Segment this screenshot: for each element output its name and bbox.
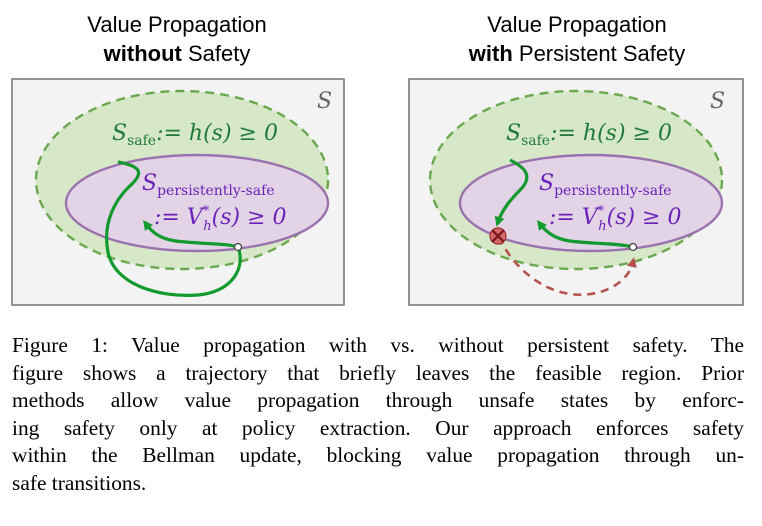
panel-title-bold: without [103, 41, 182, 66]
panel-title-rest: Persistent Safety [512, 41, 686, 66]
safe-set-label: Ssafe:= h(s) ≥ 0 [112, 121, 278, 149]
panel-title-without-safety: Value Propagation without Safety [12, 10, 342, 68]
panel-title-rest: Safety [181, 41, 251, 66]
figure-illustration: S Ssafe:= h(s) ≥ 0 Spersistently-safe :=… [11, 78, 744, 306]
panel-title-line2: with Persistent Safety [412, 39, 742, 68]
value-propagation-arrow [536, 220, 634, 249]
panel-title-line2: without Safety [12, 39, 342, 68]
state-space-label: S [710, 89, 725, 114]
blocked-propagation-path [497, 236, 637, 296]
safe-set-label: Ssafe:= h(s) ≥ 0 [506, 121, 672, 149]
caption-line: ing safety only at policy extraction. Ou… [12, 415, 744, 440]
caption-line: within the Bellman update, blocking valu… [12, 443, 744, 468]
panel-title-with-safety: Value Propagation with Persistent Safety [412, 10, 742, 68]
trajectory-path [494, 158, 529, 227]
value-propagation-arrow [142, 220, 239, 249]
panel-with-safety: S Ssafe:= h(s) ≥ 0 Spersistently-safe :=… [408, 78, 744, 306]
panel-title-bold: with [468, 41, 513, 66]
panel-title-line1: Value Propagation [487, 12, 667, 37]
caption-line: methods allow value propagation through … [12, 388, 744, 413]
caption-line: safe transitions. [12, 470, 147, 495]
blocked-x-icon [489, 227, 507, 245]
persistently-safe-definition: := V*h(s) ≥ 0 [154, 204, 286, 234]
trajectory-path [105, 160, 242, 297]
panel-title-line1: Value Propagation [87, 12, 267, 37]
persistently-safe-region [64, 153, 330, 253]
start-state-dot [233, 242, 243, 252]
caption-line: figure shows a trajectory that briefly l… [12, 360, 744, 385]
panel-without-safety: S Ssafe:= h(s) ≥ 0 Spersistently-safe :=… [11, 78, 345, 306]
caption-line: Figure 1: Value propagation with vs. wit… [12, 333, 744, 357]
state-space-label: S [317, 89, 332, 114]
persistently-safe-label: Spersistently-safe [142, 171, 275, 199]
start-state-dot [628, 242, 638, 252]
persistently-safe-definition: := V*h(s) ≥ 0 [549, 204, 681, 234]
figure-caption: Figure 1: Value propagation with vs. wit… [12, 332, 744, 498]
persistently-safe-label: Spersistently-safe [539, 171, 672, 199]
